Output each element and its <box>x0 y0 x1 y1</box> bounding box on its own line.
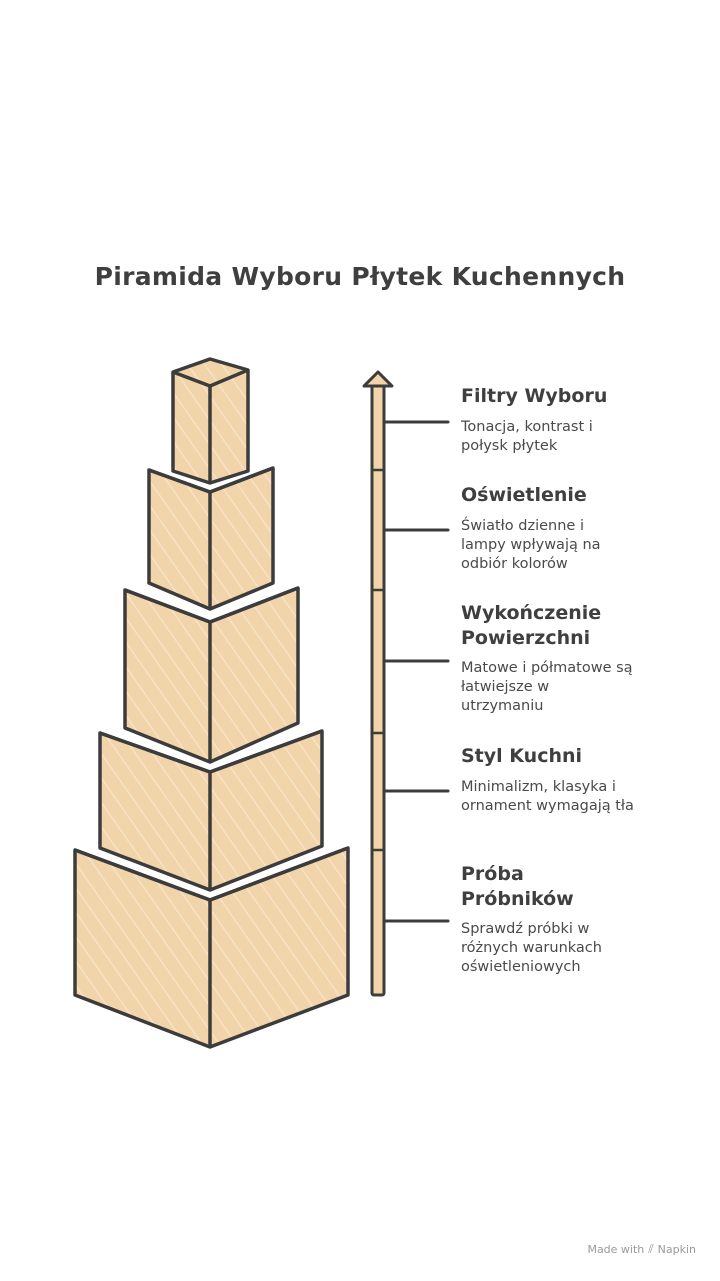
pyramid-box-4 <box>98 729 324 892</box>
level-label-2: Oświetlenie Światło dzienne i lampy wpły… <box>461 483 706 572</box>
pyramid-box-1 <box>171 357 250 485</box>
made-with-text: Made with <box>587 1243 645 1256</box>
level-description: Światło dzienne i lampy wpływają na odbi… <box>461 518 601 572</box>
level-label-3: Wykończenie Powierzchni Matowe i półmato… <box>461 601 706 714</box>
made-with-footer[interactable]: Made with ⫽ Napkin <box>587 1242 696 1257</box>
level-title: Filtry Wyboru <box>461 385 608 407</box>
level-label-4: Styl Kuchni Minimalizm, klasyka i orname… <box>461 744 706 814</box>
upward-arrow <box>362 370 394 997</box>
page-title: Piramida Wyboru Płytek Kuchennych <box>94 262 626 291</box>
level-description: Sprawdź próbki w różnych warunkach oświe… <box>461 921 602 975</box>
level-title: Wykończenie Powierzchni <box>461 602 602 649</box>
level-title: Oświetlenie <box>461 484 587 506</box>
pyramid-box-5 <box>73 846 350 1049</box>
brand-name: Napkin <box>657 1243 696 1256</box>
level-title: Próba Próbników <box>461 863 574 910</box>
level-label-5: Próba Próbników Sprawdź próbki w różnych… <box>461 862 706 975</box>
level-description: Minimalizm, klasyka i ornament wymagają … <box>461 779 634 814</box>
pyramid-box-3 <box>123 586 300 764</box>
napkin-logo-icon: ⫽ <box>648 1242 654 1256</box>
level-description: Matowe i półmatowe są łatwiejsze w utrzy… <box>461 660 633 714</box>
level-title: Styl Kuchni <box>461 745 583 767</box>
level-description: Tonacja, kontrast i połysk płytek <box>461 419 593 454</box>
level-label-1: Filtry Wyboru Tonacja, kontrast i połysk… <box>461 384 706 454</box>
pyramid-box-2 <box>147 466 275 611</box>
